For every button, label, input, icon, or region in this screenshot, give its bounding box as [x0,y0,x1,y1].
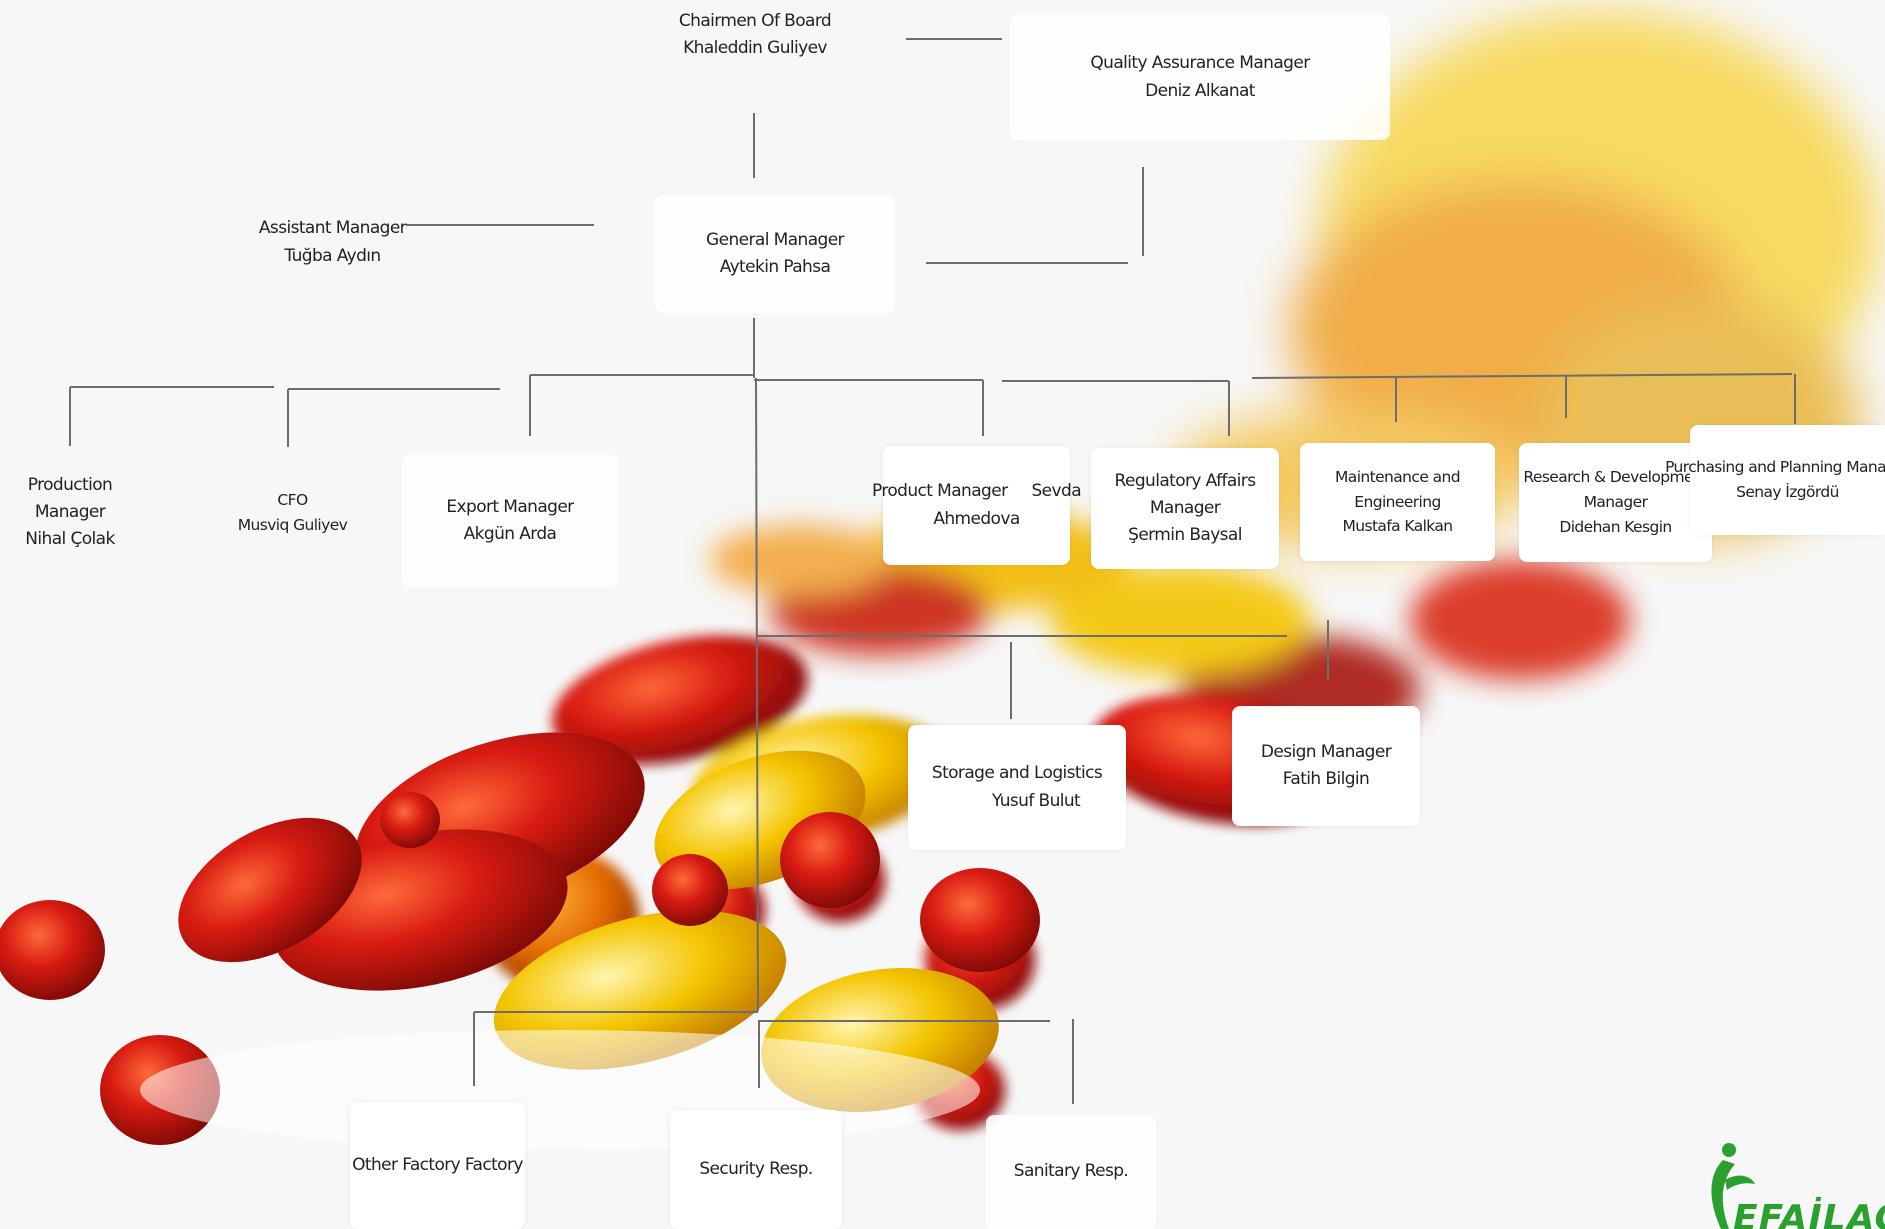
node-title: Security Resp. [699,1158,813,1179]
node-name: Khaleddin Guliyev [683,38,827,58]
node-name: Şermin Baysal [1128,525,1242,546]
node-title: General Manager [706,229,845,250]
node-title: Export Manager [446,496,574,517]
node-maintenance-engineering: Maintenance and Engineering Mustafa Kalk… [1300,443,1495,561]
node-name: Musviq Guliyev [237,515,348,534]
node-title: CFO [277,490,308,509]
node-purchasing-planning: Purchasing and Planning Manager Senay İz… [1665,425,1885,535]
node-name: Mustafa Kalkan [1342,517,1453,536]
node-general-manager: General Manager Aytekin Pahsa [655,195,895,313]
node-name: Senay İzgördü [1736,483,1839,501]
node-title-line1: Research & Development [1523,468,1708,487]
node-chairman: Chairmen Of Board Khaleddin Guliyev [660,0,850,70]
node-title: Maintenance and Engineering [1335,467,1461,511]
node-name: Akgün Arda [463,524,557,544]
node-assistant-manager: Assistant Manager Tuğba Aydın [245,205,420,280]
node-export-manager: Export Manager Akgün Arda [402,455,618,587]
node-regulatory-affairs: Regulatory Affairs Manager Şermin Baysal [1091,448,1279,569]
node-name: Yusuf Bulut [991,790,1081,811]
logo-text: EFAİLAÇ [1733,1198,1885,1229]
node-title: Storage and Logistics [931,763,1103,784]
node-title: Chairmen Of Board [678,10,832,31]
node-name: Didehan Kesgin [1559,517,1672,536]
node-title: Product Manager Sevda [872,481,1082,502]
node-title: Other Factory Factory [352,1154,523,1175]
node-name: Tuğba Aydın [284,245,381,266]
node-product-manager: Product Manager Sevda Ahmedova [872,446,1082,565]
node-title: Regulatory Affairs Manager [1114,470,1257,518]
node-quality-assurance: Quality Assurance Manager Deniz Alkanat [1010,15,1390,140]
node-name: Deniz Alkanat [1145,80,1255,101]
node-title: Production Manager [27,474,113,522]
node-name: Nihal Çolak [25,529,115,550]
node-cfo: CFO Musviq Guliyev [200,470,385,555]
node-sanitary: Sanitary Resp. [986,1115,1156,1229]
node-name: Aytekin Pahsa [719,257,831,277]
node-title: Assistant Manager [258,218,407,239]
node-title: Quality Assurance Manager [1090,53,1310,74]
node-name: Ahmedova [933,508,1020,529]
node-name: Fatih Bilgin [1282,769,1370,789]
company-logo: EFAİLAÇ [1695,1140,1885,1229]
node-design-manager: Design Manager Fatih Bilgin [1232,706,1420,826]
node-title: Purchasing and Planning Manager [1665,458,1885,477]
node-storage-logistics: Storage and Logistics Yusuf Bulut [908,725,1126,850]
node-security: Security Resp. [670,1110,842,1229]
node-title: Design Manager [1260,741,1392,762]
node-title: Sanitary Resp. [1013,1161,1129,1182]
node-production-manager: Production Manager Nihal Çolak [0,470,140,555]
leaf-figure-icon [1711,1143,1755,1229]
node-title-line2: Manager [1583,493,1648,512]
node-other-factory: Other Factory Factory [350,1102,525,1229]
node-research-development: Research & Development Manager Didehan K… [1519,443,1712,562]
